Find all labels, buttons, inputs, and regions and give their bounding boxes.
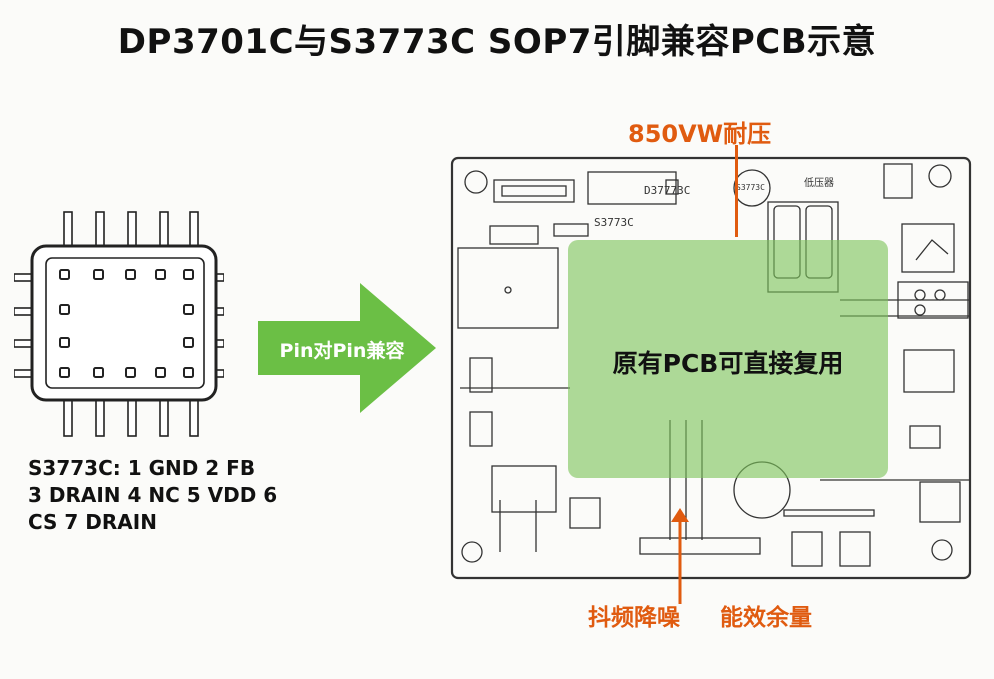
pcb-label-d37773c: D37773C [644,184,690,197]
reuse-text: 原有PCB可直接复用 [612,349,844,378]
page-title: DP3701C与S3773C SOP7引脚兼容PCB示意 [117,22,877,62]
pcb-label-s3773c: S3773C [594,216,634,229]
voltage-callout-line [735,145,738,237]
reusable-area-highlight [568,240,888,478]
pin-definition-text: S3773C: 1 GND 2 FB 3 DRAIN 4 NC 5 VDD 6 … [28,455,298,536]
bottom-callout-right: 能效余量 [720,605,813,631]
compatibility-arrow-label: Pin对Pin兼容 [279,340,405,362]
pcb-label-s3773c-round: S3773C [736,183,765,192]
pcb-board-illustration: D37773C S3773C S3773C 低压器 [450,156,972,580]
pin-line-2: 3 DRAIN 4 NC 5 VDD 6 [28,483,278,507]
compatibility-arrow [258,283,436,413]
sop7-chip-diagram [14,211,224,437]
bottom-callout-arrow [671,508,689,604]
pin-line-1: S3773C: 1 GND 2 FB [28,456,256,480]
voltage-callout: 850VW耐压 [628,120,772,148]
bottom-callouts: 抖频降噪 能效余量 [588,598,812,632]
bottom-callout-left: 抖频降噪 [588,605,680,631]
pcb-label-transformer: 低压器 [804,176,834,189]
pin-line-3: CS 7 DRAIN [28,510,157,534]
